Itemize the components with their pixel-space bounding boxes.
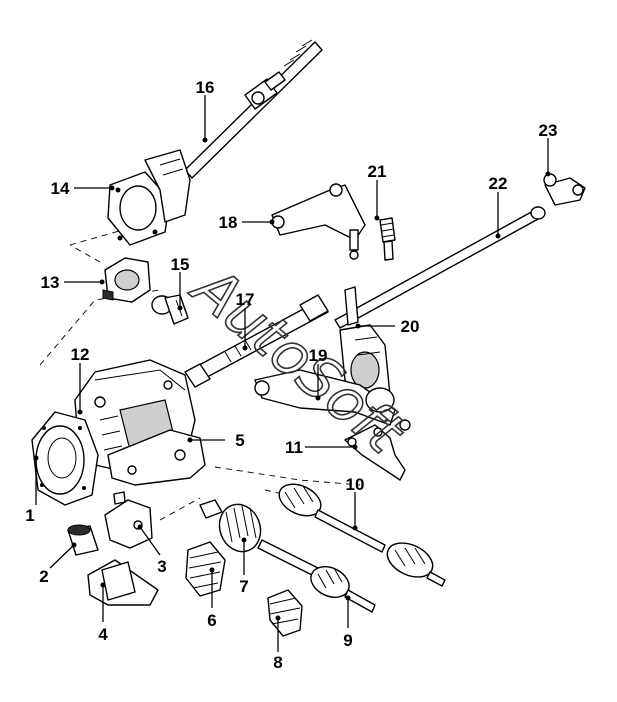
part-8-boot [267, 589, 303, 637]
part-17-intermediate-shaft [184, 294, 329, 388]
callout-15: 15 [171, 255, 190, 274]
callout-3: 3 [157, 557, 166, 576]
part-16-propeller-shaft [184, 39, 323, 179]
part-13-bracket [102, 257, 151, 303]
part-18-upper-arm [271, 183, 366, 260]
callout-9: 9 [343, 631, 352, 650]
part-7-cv-joint [199, 499, 262, 553]
part-14-flange [107, 149, 191, 246]
part-4-insulator [87, 559, 159, 606]
callout-6: 6 [207, 611, 216, 630]
callout-16: 16 [196, 78, 215, 97]
callout-11: 11 [285, 438, 303, 457]
part-21-ball-joint [379, 217, 396, 261]
callout-10: 10 [346, 475, 365, 494]
callout-5: 5 [235, 431, 244, 450]
callout-20: 20 [401, 317, 420, 336]
part-10-drive-shaft [278, 483, 446, 587]
callout-23: 23 [539, 121, 558, 140]
part-23-tie-rod-end [543, 173, 586, 206]
part-6-boot [185, 541, 226, 597]
callout-1: 1 [25, 506, 34, 525]
callout-12: 12 [71, 345, 90, 364]
callout-17: 17 [236, 290, 255, 309]
callout-2: 2 [39, 567, 48, 586]
callout-7: 7 [239, 577, 248, 596]
part-19-lower-arm [254, 369, 411, 431]
part-22-tie-rod [334, 206, 546, 329]
callout-21: 21 [368, 162, 387, 181]
callout-22: 22 [489, 174, 508, 193]
part-11-spindle [344, 424, 406, 481]
callout-labels: 1 2 3 4 5 6 7 8 9 10 11 12 13 14 15 16 1… [25, 78, 557, 672]
part-2-bushing [67, 524, 99, 556]
part-3-bracket [104, 491, 153, 549]
part-15-pinion [151, 294, 189, 325]
callout-19: 19 [309, 346, 328, 365]
callout-8: 8 [273, 653, 282, 672]
callout-18: 18 [219, 213, 238, 232]
part-9-drive-shaft [257, 539, 376, 613]
callout-13: 13 [41, 273, 60, 292]
part-5-mount-bracket [107, 429, 206, 486]
callout-4: 4 [98, 625, 108, 644]
leader-lines [33, 95, 551, 652]
callout-14: 14 [51, 179, 70, 198]
